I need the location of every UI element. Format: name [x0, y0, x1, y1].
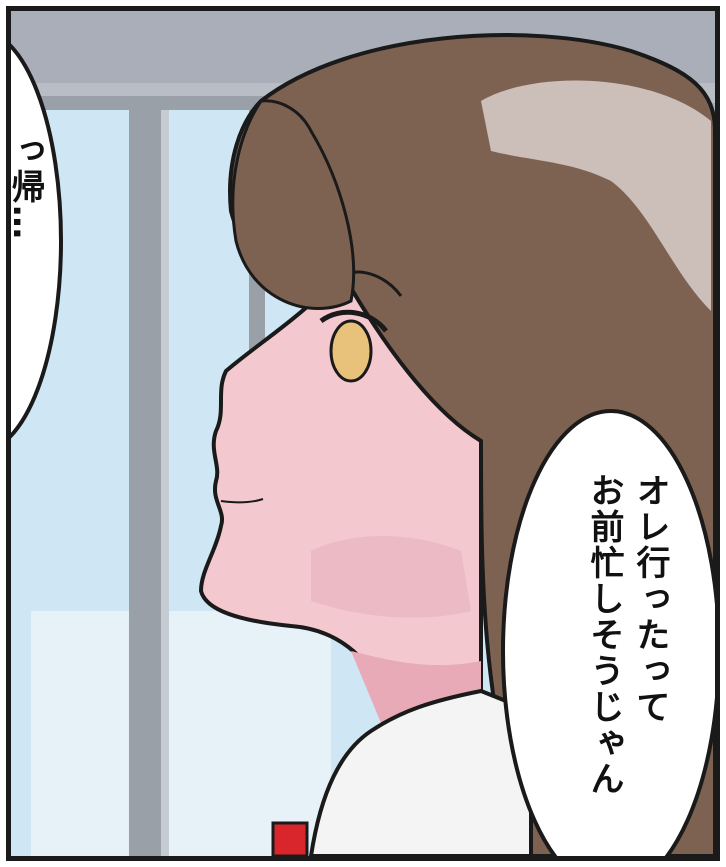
mouth-line: [220, 498, 264, 504]
face: [198, 267, 483, 773]
speech-bubble-right-text: オレ行ったって お前忙しそうじゃん: [581, 473, 673, 797]
shirt-collar: [308, 688, 533, 856]
hair-highlight: [481, 80, 711, 311]
speech-bubble-left: [11, 43, 63, 439]
speech-bubble-left-text: っ帰…: [6, 133, 45, 241]
bubble-left-line-1: っ帰…: [6, 133, 45, 241]
ribbon: [271, 821, 309, 856]
cheek-shadow: [311, 536, 471, 618]
bubble-line-2: お前忙しそうじゃん: [584, 473, 624, 797]
eye: [329, 319, 373, 383]
window-frame-vertical-edge: [161, 96, 169, 856]
bubble-line-1: オレ行ったって: [630, 473, 670, 725]
speech-bubble-right: [501, 409, 715, 856]
window-frame-vertical: [129, 96, 163, 856]
comic-panel: オレ行ったって お前忙しそうじゃん っ帰…: [6, 6, 720, 861]
hair-front: [231, 99, 356, 310]
window-cloud: [31, 611, 331, 856]
eyelash: [319, 309, 388, 333]
panel-artwork: [11, 11, 715, 856]
